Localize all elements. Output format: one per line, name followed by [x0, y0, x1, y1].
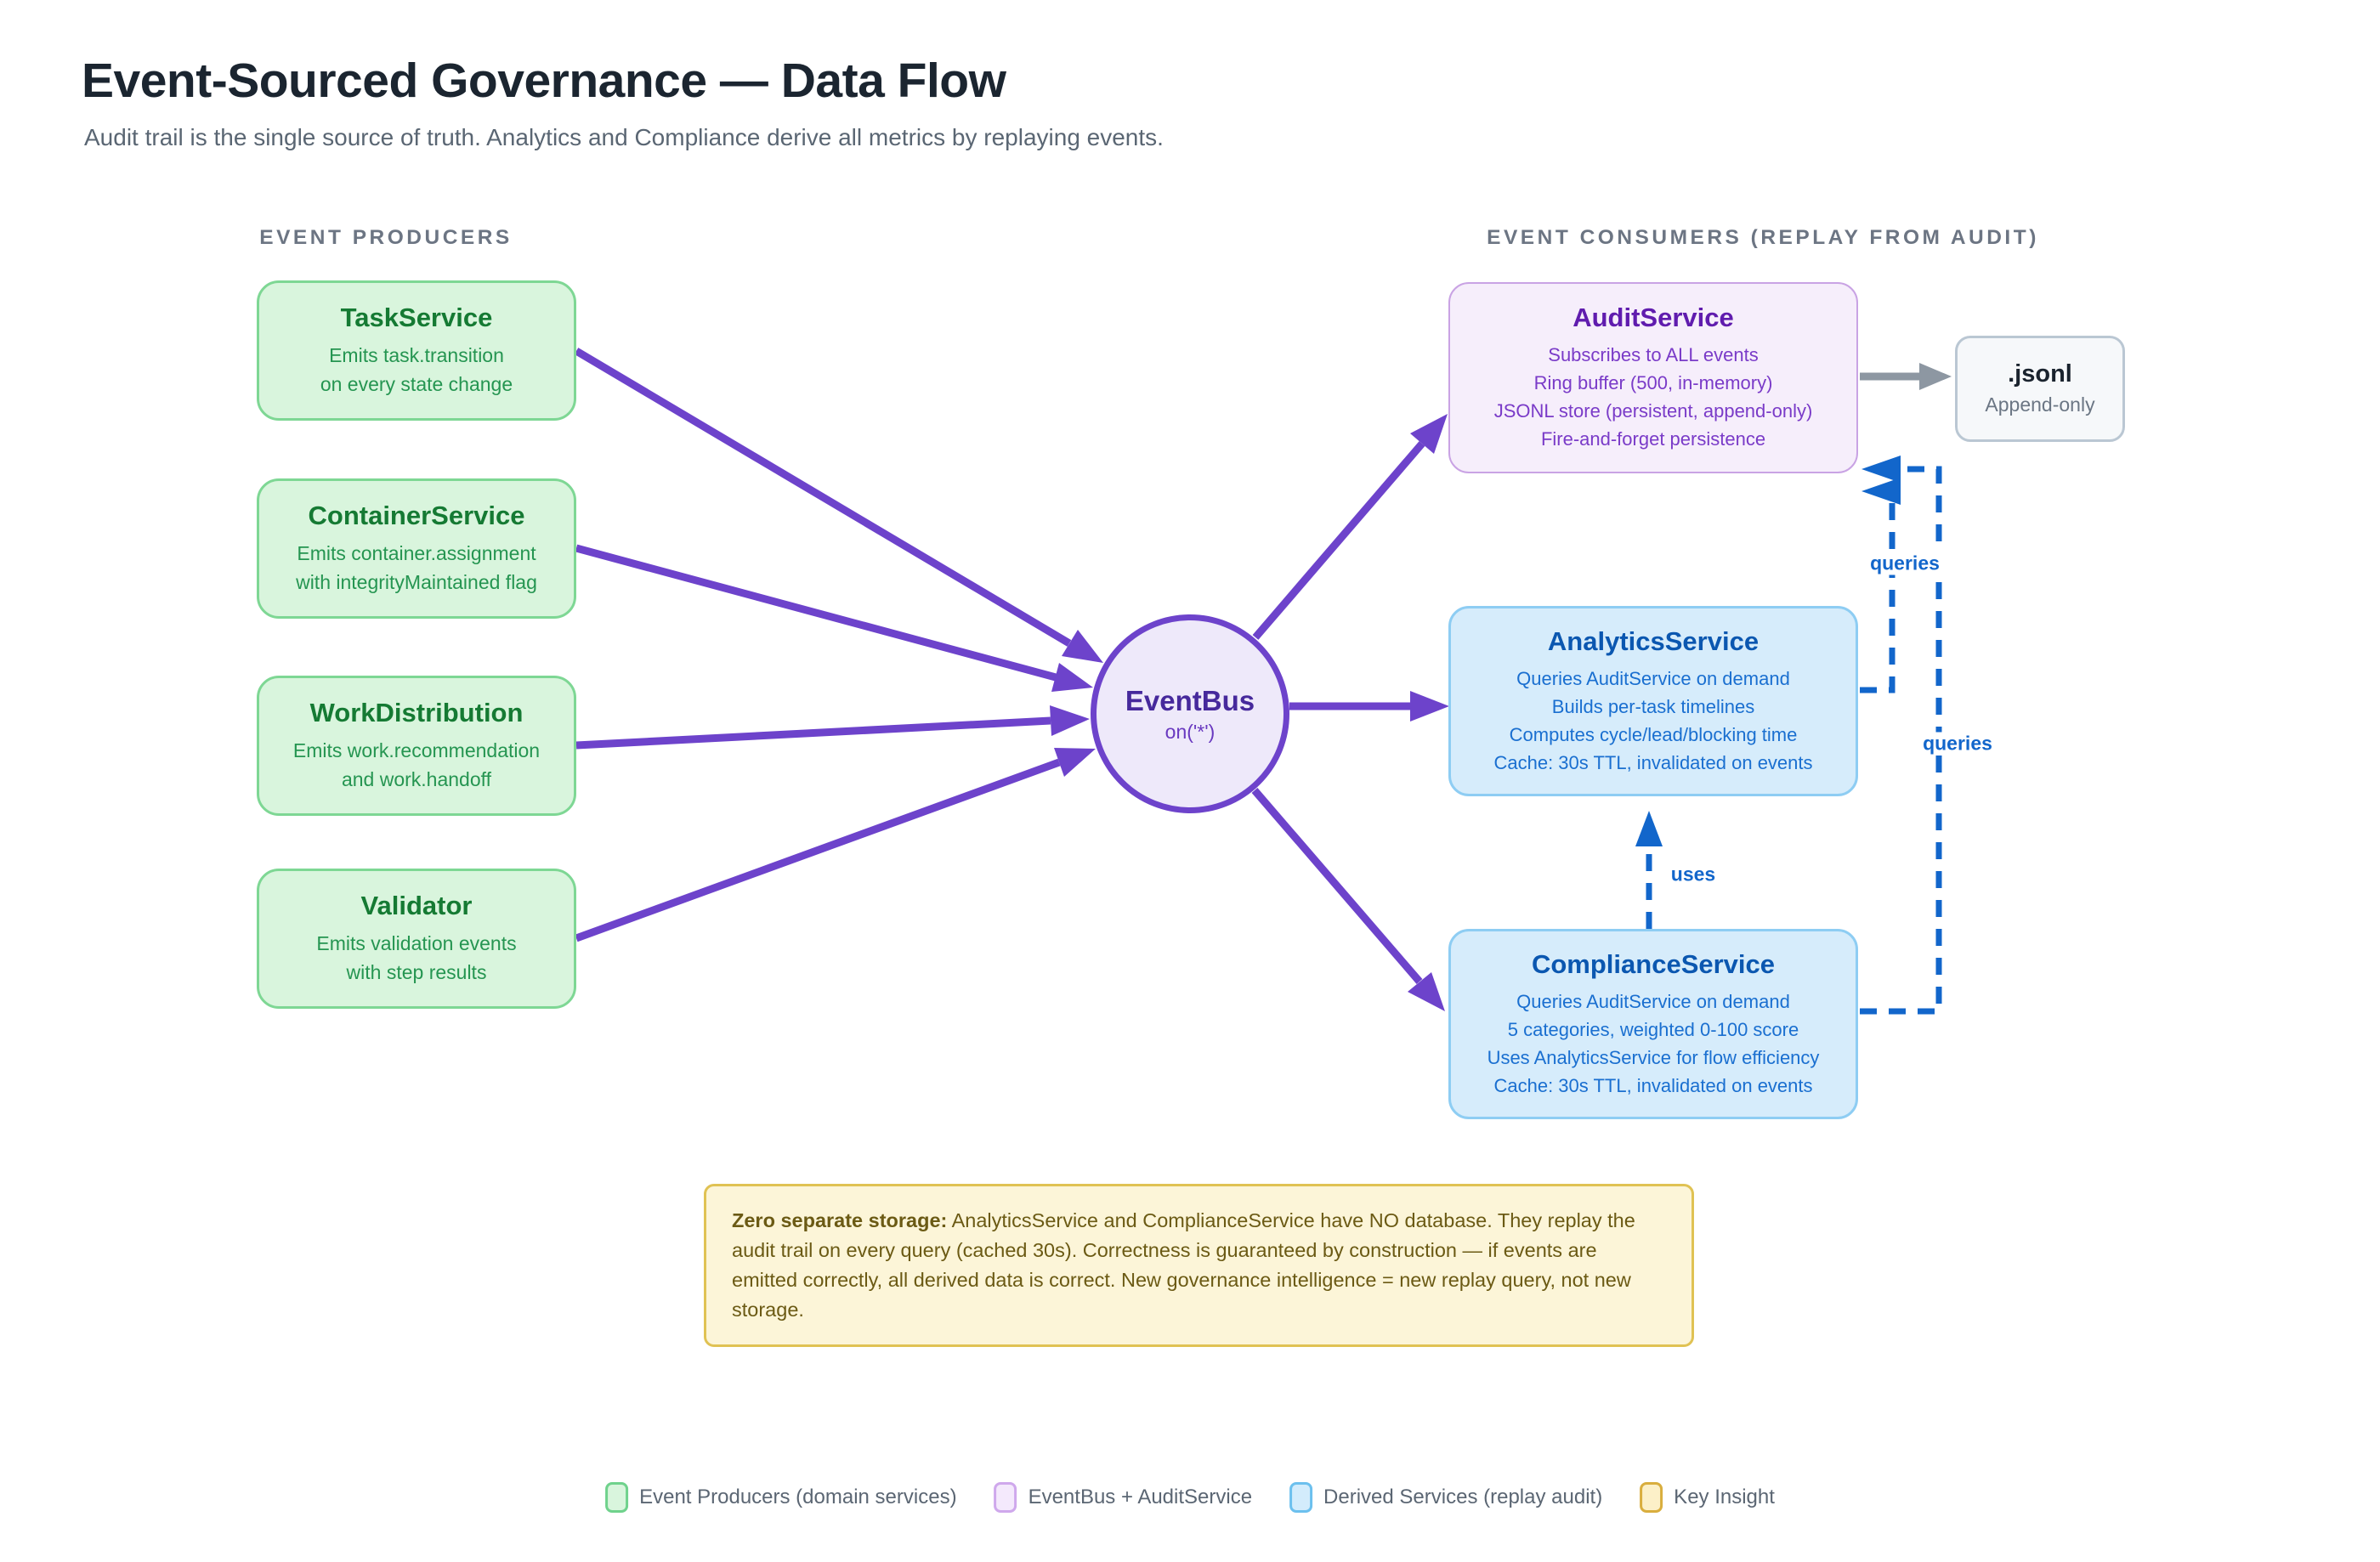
- arrowhead-queries-analytics: [1862, 478, 1901, 505]
- node-line: Emits task.transition: [329, 344, 504, 366]
- edge-label-queries-analytics: queries: [1867, 552, 1942, 575]
- arrowhead-taskservice: [1062, 630, 1103, 663]
- legend-item-insight: Key Insight: [1640, 1482, 1775, 1513]
- node-line: on every state change: [320, 373, 513, 395]
- node-title: ContainerService: [308, 501, 525, 530]
- arrowhead-workdistribution: [1050, 705, 1090, 736]
- arrowhead-auditservice: [1410, 414, 1448, 454]
- node-line: Cache: 30s TTL, invalidated on events: [1493, 1074, 1813, 1096]
- note-lead: Zero separate storage:: [732, 1209, 948, 1231]
- arrowhead-containerservice: [1051, 663, 1093, 692]
- node-line: Computes cycle/lead/blocking time: [1509, 723, 1798, 745]
- arrowhead-analyticsservice: [1410, 691, 1449, 722]
- node-taskservice: TaskService Emits task.transition on eve…: [257, 280, 576, 421]
- arrow-taskservice-to-eventbus: [574, 348, 1072, 647]
- node-title: Validator: [360, 891, 473, 920]
- node-title: EventBus: [1125, 684, 1255, 716]
- key-insight-note: Zero separate storage: AnalyticsService …: [704, 1184, 1694, 1347]
- node-title: WorkDistribution: [309, 698, 524, 727]
- arrowhead-jsonl: [1919, 363, 1952, 390]
- node-line: 5 categories, weighted 0-100 score: [1507, 1018, 1799, 1040]
- producers-column-header: EVENT PRODUCERS: [259, 226, 513, 249]
- arrow-eventbus-to-auditservice: [1252, 441, 1425, 640]
- legend-swatch-blue: [1289, 1482, 1313, 1513]
- node-validator: Validator Emits validation events with s…: [257, 869, 576, 1009]
- node-line: and work.handoff: [341, 768, 492, 790]
- legend-item-derived: Derived Services (replay audit): [1289, 1482, 1602, 1513]
- arrowhead-uses: [1635, 811, 1663, 846]
- node-workdistribution: WorkDistribution Emits work.recommendati…: [257, 676, 576, 816]
- node-eventbus: EventBus on('*'): [1091, 614, 1289, 813]
- node-complianceservice: ComplianceService Queries AuditService o…: [1448, 929, 1858, 1119]
- node-line: Uses AnalyticsService for flow efficienc…: [1487, 1046, 1820, 1068]
- arrow-eventbus-to-complianceservice: [1251, 788, 1423, 984]
- arrowhead-validator: [1054, 748, 1096, 777]
- node-title: ComplianceService: [1531, 948, 1776, 979]
- node-title: AnalyticsService: [1547, 625, 1760, 656]
- legend-label: Event Producers (domain services): [639, 1486, 957, 1508]
- node-title: AuditService: [1572, 303, 1734, 332]
- node-line: Ring buffer (500, in-memory): [1533, 372, 1773, 393]
- node-jsonl-store: .jsonl Append-only: [1955, 336, 2125, 442]
- node-title: TaskService: [340, 303, 493, 332]
- arrow-validator-to-eventbus: [575, 758, 1061, 942]
- arrowhead-queries-compliance: [1862, 456, 1901, 483]
- node-line: Emits container.assignment: [297, 542, 536, 564]
- legend: Event Producers (domain services) EventB…: [605, 1482, 1775, 1513]
- node-line: Queries AuditService on demand: [1516, 990, 1790, 1012]
- node-title: .jsonl: [2008, 360, 2072, 388]
- node-auditservice: AuditService Subscribes to ALL events Ri…: [1448, 282, 1858, 473]
- consumers-column-header: EVENT CONSUMERS (REPLAY FROM AUDIT): [1487, 226, 2039, 249]
- node-line: Fire-and-forget persistence: [1540, 428, 1766, 450]
- edge-label-uses: uses: [1668, 863, 1719, 886]
- arrowhead-complianceservice: [1408, 972, 1445, 1011]
- node-line: with step results: [346, 961, 487, 983]
- node-line: Emits validation events: [316, 932, 517, 954]
- edge-label-queries-compliance: queries: [1920, 732, 1995, 756]
- legend-label: EventBus + AuditService: [1028, 1486, 1253, 1508]
- arrow-containerservice-to-eventbus: [575, 544, 1057, 682]
- node-line: Queries AuditService on demand: [1516, 667, 1790, 689]
- legend-item-eventbus-audit: EventBus + AuditService: [994, 1482, 1252, 1513]
- node-containerservice: ContainerService Emits container.assignm…: [257, 478, 576, 619]
- page-subtitle: Audit trail is the single source of trut…: [84, 124, 1164, 150]
- note-body: AnalyticsService and ComplianceService h…: [732, 1209, 1635, 1321]
- node-line: Cache: 30s TTL, invalidated on events: [1493, 751, 1813, 773]
- legend-swatch-green: [605, 1482, 629, 1513]
- node-line: JSONL store (persistent, append-only): [1493, 400, 1813, 422]
- node-line: with integrityMaintained flag: [296, 571, 537, 593]
- legend-label: Derived Services (replay audit): [1323, 1486, 1603, 1508]
- edge-analytics-queries-audit: [1860, 488, 1901, 693]
- node-line: Emits work.recommendation: [292, 739, 541, 761]
- arrow-workdistribution-to-eventbus: [575, 716, 1051, 750]
- node-analyticsservice: AnalyticsService Queries AuditService on…: [1448, 606, 1858, 796]
- node-subtitle: Append-only: [1985, 393, 2095, 416]
- node-subtitle: on('*'): [1164, 720, 1216, 743]
- node-line: Subscribes to ALL events: [1548, 344, 1759, 365]
- legend-label: Key Insight: [1674, 1486, 1775, 1508]
- legend-item-producers: Event Producers (domain services): [605, 1482, 957, 1513]
- page-title: Event-Sourced Governance — Data Flow: [82, 54, 1006, 108]
- node-line: Builds per-task timelines: [1551, 695, 1755, 717]
- legend-swatch-yellow: [1640, 1482, 1663, 1513]
- legend-swatch-lavender: [994, 1482, 1017, 1513]
